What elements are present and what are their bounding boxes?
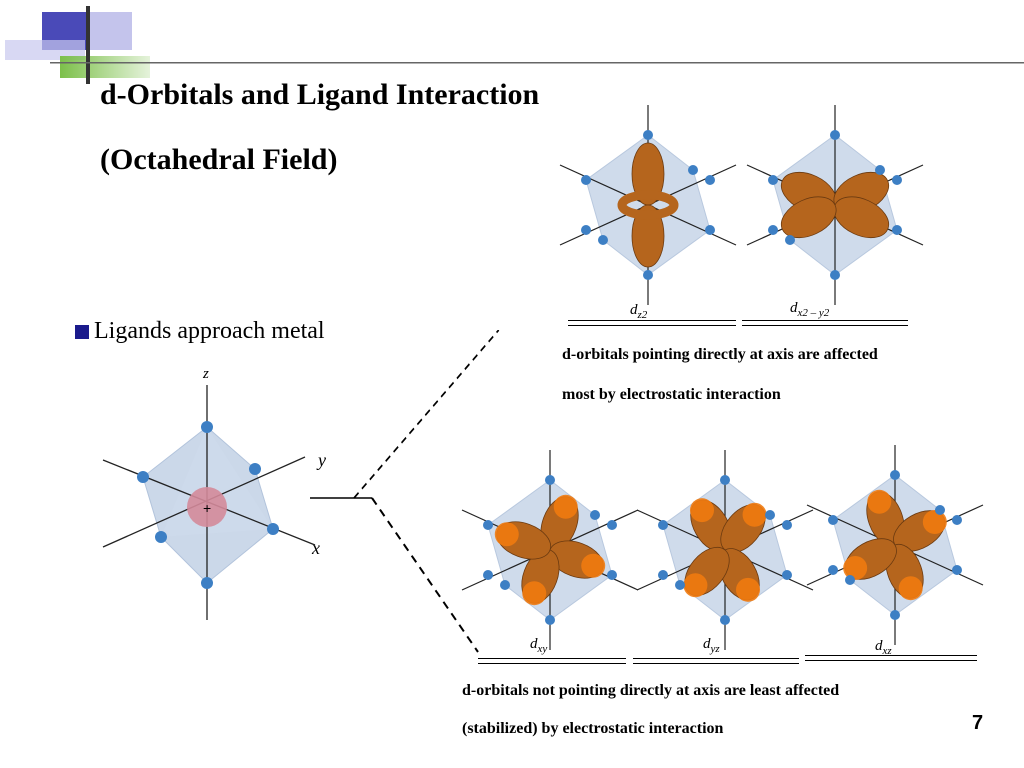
orbital-dz2-svg (559, 105, 737, 305)
axis-label-y: y (318, 450, 326, 470)
underline-dz2 (568, 320, 736, 326)
caption-bottom-line2: (stabilized) by electrostatic interactio… (462, 720, 724, 737)
underline-dx2y2 (742, 320, 908, 326)
caption-top-line1: d-orbitals pointing directly at axis are… (562, 346, 878, 363)
underline-dyz (633, 658, 799, 664)
svg-text:+: + (203, 500, 211, 516)
bullet-text: Ligands approach metal (94, 318, 325, 344)
header-decoration (5, 6, 1024, 84)
orbital-dxz-svg (806, 445, 984, 645)
orbital-dx2y2-svg (746, 105, 924, 305)
underline-dxy (478, 658, 626, 664)
label-dxy: dxy (530, 636, 548, 655)
label-dx2y2: dx2 – y2 (790, 300, 830, 319)
orbital-dxy-diagram (460, 445, 640, 660)
page-number: 7 (972, 712, 984, 734)
underline-dxz (805, 655, 977, 661)
orbital-dyz-diagram (635, 445, 815, 660)
label-dz2: dz2 (630, 302, 648, 321)
orbital-dz2-diagram (558, 100, 738, 315)
orbital-dyz-svg (636, 450, 814, 650)
label-dxz: dxz (875, 638, 892, 657)
slide-title: d-Orbitals and Ligand Interaction (100, 78, 540, 111)
axis-label-z: z (203, 366, 209, 382)
label-dyz: dyz (703, 636, 720, 655)
octahedron-diagram: + (102, 385, 316, 620)
bullet-ligands-approach: Ligands approach metal (75, 318, 325, 345)
caption-top-line2: most by electrostatic interaction (562, 386, 781, 403)
axis-label-x: x (312, 538, 320, 558)
bullet-square-icon (75, 324, 89, 339)
orbital-dx2y2-diagram (745, 100, 925, 315)
caption-bottom-line1: d-orbitals not pointing directly at axis… (462, 682, 840, 699)
orbital-dxz-diagram (805, 440, 985, 655)
slide-subtitle: (Octahedral Field) (100, 143, 338, 176)
orbital-dxy-svg (461, 450, 639, 650)
connector-lines (310, 330, 500, 653)
